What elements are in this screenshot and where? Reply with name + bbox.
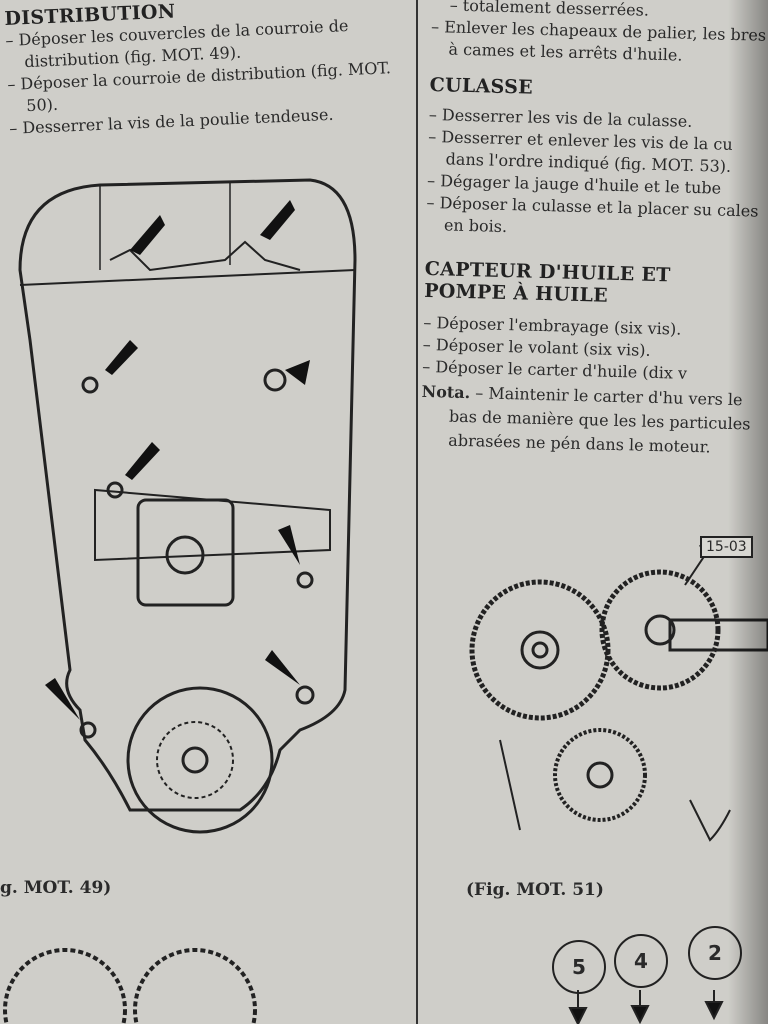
- figure-mot-50-partial: [3, 948, 257, 1024]
- callout-label: 15-03: [700, 536, 753, 558]
- sequence-number-circle: 2: [688, 926, 742, 980]
- figure-caption-mot-51: (Fig. MOT. 51): [466, 880, 604, 900]
- figure-caption-mot-49: g. MOT. 49): [0, 878, 112, 898]
- nota-text: – Maintenir le carter d'hu vers le bas d…: [448, 383, 751, 457]
- list-item: Déposer la culasse et la placer su cales…: [426, 192, 767, 245]
- figure-mot-49: [18, 178, 357, 834]
- right-column: totalement desserrées. Enlever les chape…: [420, 0, 768, 461]
- sequence-arrows: [568, 990, 724, 1024]
- nota-label: Nota.: [421, 381, 471, 403]
- list-item: Enlever les chapeaux de palier, les bres…: [430, 16, 768, 69]
- column-divider: [416, 0, 418, 1024]
- sequence-number-circle: 5: [552, 940, 606, 994]
- left-column: DISTRIBUTION Déposer les couvercles de l…: [4, 0, 404, 140]
- figure-mot-51: [469, 544, 768, 842]
- section-heading-culasse: CULASSE: [429, 73, 534, 99]
- sequence-number-circle: 4: [614, 934, 668, 988]
